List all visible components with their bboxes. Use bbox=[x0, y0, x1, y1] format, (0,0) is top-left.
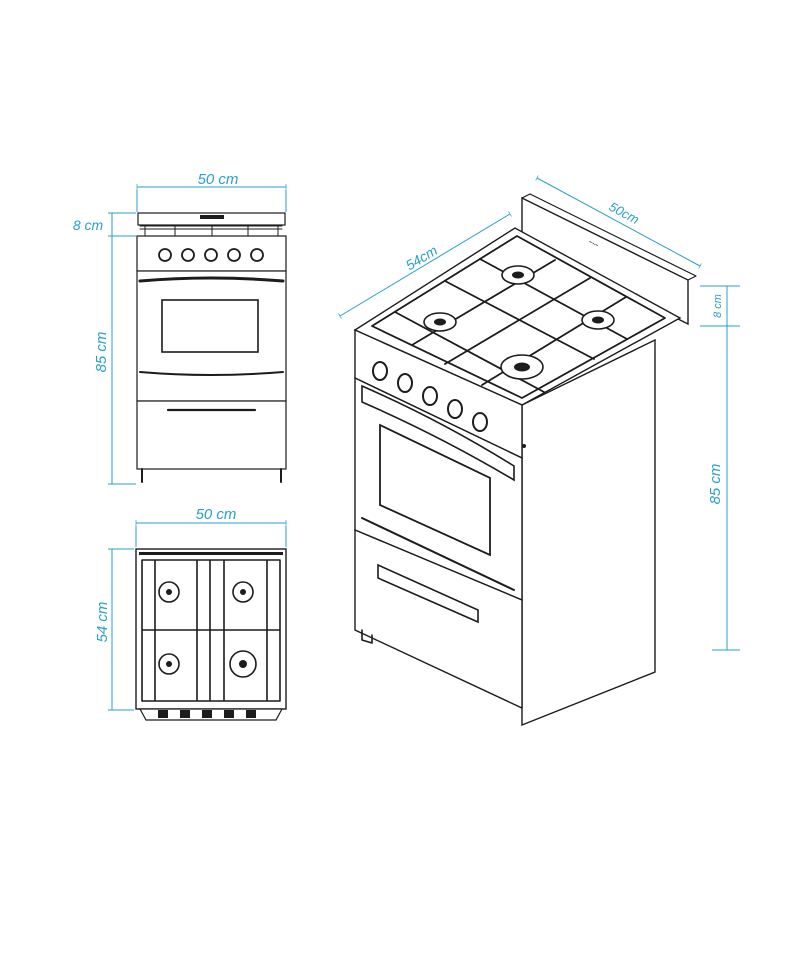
knob-2 bbox=[181, 248, 195, 262]
top-depth-label: 54 cm bbox=[94, 602, 111, 643]
iso-knobs bbox=[372, 361, 488, 432]
front-door-bottom bbox=[139, 371, 284, 376]
iso-depth-dim-line bbox=[338, 211, 512, 319]
front-oven-window bbox=[161, 299, 259, 353]
iso-side-panel bbox=[521, 338, 656, 727]
iso-foot bbox=[361, 629, 373, 644]
front-height-label: 85 cm bbox=[93, 332, 110, 373]
front-width-label: 50 cm bbox=[198, 171, 239, 188]
front-oven-handle bbox=[138, 276, 285, 283]
front-backsplash-label: 8 cm bbox=[73, 217, 104, 233]
top-knobs bbox=[158, 710, 256, 718]
iso-drawer-handle bbox=[377, 563, 479, 624]
iso-side-screw bbox=[522, 444, 526, 448]
knob-3 bbox=[204, 248, 218, 262]
front-control-panel bbox=[136, 235, 287, 272]
iso-oven-handle bbox=[361, 384, 515, 482]
top-cooktop bbox=[135, 548, 287, 710]
iso-view: ~~~ bbox=[338, 175, 740, 727]
knob-4 bbox=[227, 248, 241, 262]
knob-1 bbox=[158, 248, 172, 262]
top-width-label: 50 cm bbox=[196, 506, 237, 523]
top-grates bbox=[141, 559, 281, 702]
iso-height-label: 85 cm bbox=[707, 464, 724, 505]
front-brand-logo bbox=[200, 215, 224, 219]
front-view: 50 cm 8 cm 85 cm bbox=[73, 171, 287, 485]
top-burners bbox=[158, 581, 257, 678]
knob-5 bbox=[250, 248, 264, 262]
front-grates bbox=[139, 224, 283, 239]
iso-depth-label: 54cm bbox=[403, 242, 441, 274]
iso-width-dim-line bbox=[535, 175, 702, 269]
front-drawer bbox=[136, 400, 287, 470]
iso-backsplash-label: 8 cm bbox=[712, 294, 724, 318]
front-knobs bbox=[158, 248, 264, 262]
front-feet bbox=[141, 468, 282, 483]
iso-oven-window bbox=[379, 423, 491, 557]
top-backsplash-edge bbox=[139, 552, 283, 555]
top-view: 50 cm 54 cm bbox=[94, 506, 287, 721]
iso-width-label: 50cm bbox=[607, 199, 642, 227]
